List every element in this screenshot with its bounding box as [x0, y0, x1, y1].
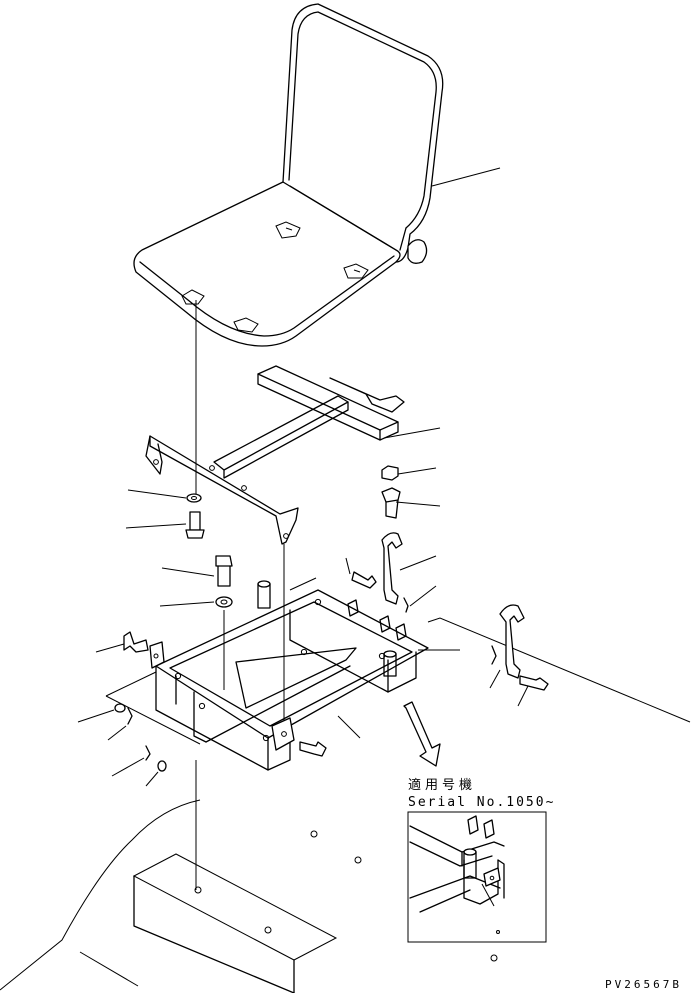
bracket-front — [271, 717, 295, 751]
leader-rail — [383, 427, 441, 439]
leader-washer-upper — [127, 489, 187, 499]
leader-pin-right — [517, 685, 529, 707]
detail-arrow — [403, 701, 441, 767]
spring-clip-upper — [403, 597, 409, 613]
leader-backrest — [431, 167, 501, 187]
seat-frame-rail — [145, 365, 405, 545]
inset-applicable-label: 適用号機 — [408, 777, 476, 793]
hex-nut-right — [381, 465, 399, 481]
washer-left-upper — [186, 493, 202, 503]
mounting-plate — [105, 577, 691, 745]
washer-left-bottom — [114, 703, 126, 713]
locating-pin-left — [257, 580, 271, 609]
leader-washer-bottom — [77, 709, 115, 723]
spring-pin-left-lower — [145, 745, 151, 761]
cab-floor-outline — [0, 760, 498, 993]
leader-bolt-upper — [125, 523, 187, 529]
inset-serial-label: Serial No.1050~ — [408, 795, 555, 810]
leader-pin-upper — [345, 557, 351, 575]
inset-detail-box — [407, 811, 547, 943]
bolt-left-upper — [185, 511, 205, 539]
leader-bolt-large — [161, 567, 215, 577]
pin-front — [299, 741, 327, 757]
bolt-left-lower — [123, 631, 149, 653]
leader-bolt-left-lower — [95, 643, 125, 653]
leader-lever-right — [489, 669, 501, 689]
leader-base-frame — [337, 715, 361, 739]
locating-pin-right — [383, 650, 397, 677]
pin-right — [519, 675, 549, 691]
lock-lever-upper — [381, 532, 403, 605]
washer-large — [215, 596, 233, 608]
drawing-code: PV26567B — [605, 978, 682, 991]
leader-spring-pin-lower — [111, 757, 145, 777]
leader-bolt-right — [395, 501, 441, 507]
bracket-left-lower — [149, 641, 165, 669]
spring-pin-left — [127, 707, 133, 725]
leader-lever-upper — [399, 555, 437, 571]
bolt-right — [381, 487, 401, 519]
lock-lever-right — [499, 604, 525, 679]
bolt-large — [215, 555, 233, 587]
leader-spring-pin-left — [107, 725, 127, 741]
spring-clip-right — [491, 645, 497, 665]
leader-spring — [409, 585, 437, 607]
leader-washer-large — [159, 601, 215, 607]
leader-washer-small — [145, 771, 159, 787]
slide-base-frame — [155, 589, 429, 771]
pin-lever-upper — [351, 571, 377, 589]
seat-cushion — [133, 181, 401, 347]
seat-backrest — [282, 3, 444, 264]
washer-bottom-small — [157, 760, 167, 772]
leader-nut — [397, 467, 437, 475]
lever-mounts — [347, 599, 407, 641]
